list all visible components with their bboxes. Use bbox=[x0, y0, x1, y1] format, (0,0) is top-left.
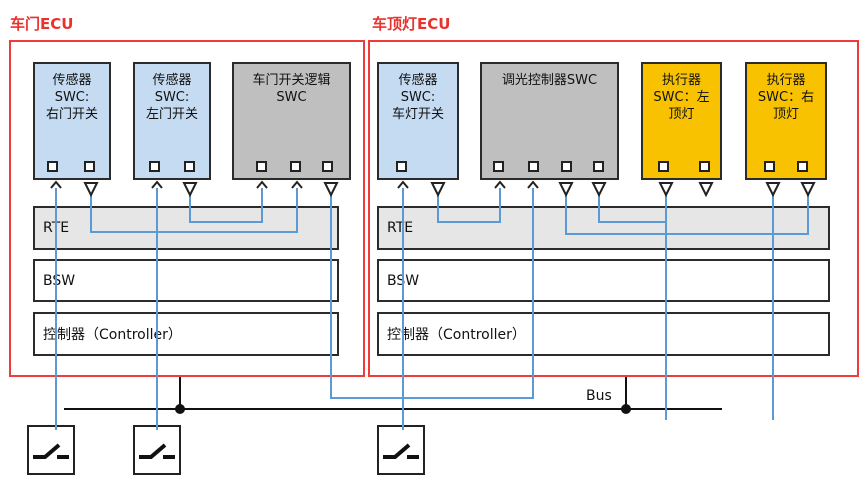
swc-right-roof-light-actuator: 执行器 SWC：右 顶灯 bbox=[745, 62, 827, 180]
port-out-door-right-2 bbox=[84, 161, 95, 172]
switch-icon bbox=[133, 425, 181, 475]
port-out-right-actuator-1 bbox=[764, 161, 775, 172]
port-out-left-actuator-1 bbox=[658, 161, 669, 172]
switch-icon bbox=[377, 425, 425, 475]
door-ecu-title: 车门ECU bbox=[10, 15, 74, 33]
swc-right-door-sensor: 传感器 SWC: 右门开关 bbox=[33, 62, 111, 180]
port-out-dimmer-4 bbox=[593, 161, 604, 172]
door-controller-layer: 控制器（Controller） bbox=[33, 312, 339, 356]
port-out-logic bbox=[256, 161, 267, 172]
port-out-right-actuator-2 bbox=[797, 161, 808, 172]
port-out-logic-3 bbox=[322, 161, 333, 172]
port-out-door-left-2 bbox=[184, 161, 195, 172]
swc-door-switch-logic: 车门开关逻辑 SWC bbox=[232, 62, 351, 180]
swc-left-roof-light-actuator: 执行器 SWC：左 顶灯 bbox=[641, 62, 722, 180]
light-ecu-box bbox=[368, 40, 859, 377]
port-out-dimmer-2 bbox=[528, 161, 539, 172]
door-bsw-layer: BSW bbox=[33, 259, 339, 302]
door-ecu-box bbox=[9, 40, 365, 377]
switch-icon bbox=[27, 425, 75, 475]
bus-label: Bus bbox=[586, 388, 612, 404]
light-rte-layer: RTE bbox=[377, 206, 830, 250]
port-out-light-switch bbox=[396, 161, 407, 172]
swc-left-door-sensor: 传感器 SWC: 左门开关 bbox=[133, 62, 211, 180]
port-out-logic-2 bbox=[290, 161, 301, 172]
port-out-dimmer-3 bbox=[561, 161, 572, 172]
swc-dimmer-controller: 调光控制器SWC bbox=[480, 62, 619, 180]
port-out-dimmer-1 bbox=[493, 161, 504, 172]
swc-light-switch-sensor: 传感器 SWC: 车灯开关 bbox=[377, 62, 459, 180]
light-ecu-title: 车顶灯ECU bbox=[372, 15, 451, 33]
light-controller-layer: 控制器（Controller） bbox=[377, 312, 830, 356]
port-out-left-door bbox=[149, 161, 160, 172]
port-out-left-actuator-2 bbox=[699, 161, 710, 172]
door-rte-layer: RTE bbox=[33, 206, 339, 250]
port-out-right-door bbox=[47, 161, 58, 172]
